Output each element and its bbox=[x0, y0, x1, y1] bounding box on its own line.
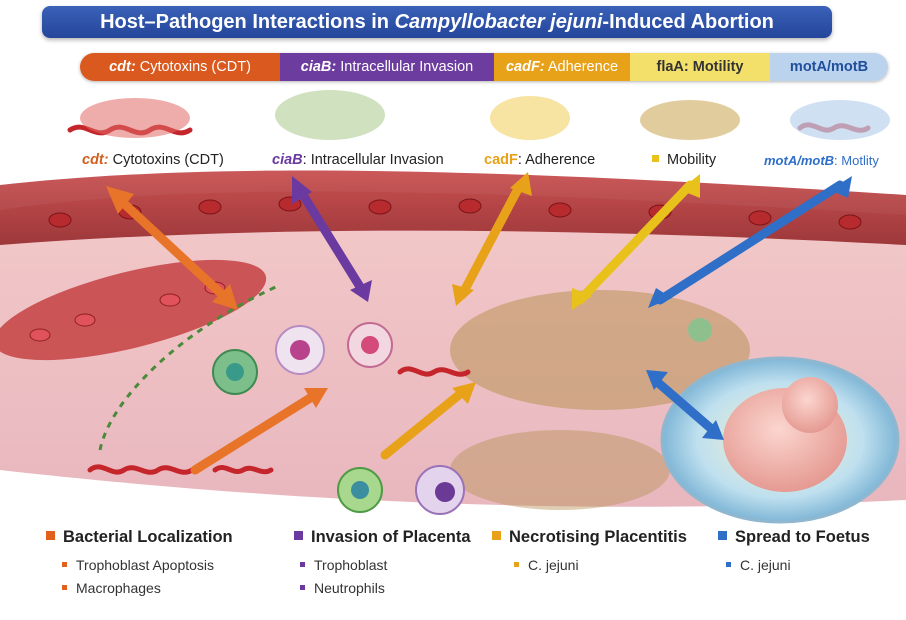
banner-text: Cytotoxins (CDT) bbox=[136, 59, 251, 75]
legend-heading-text: Spread to Foetus bbox=[735, 528, 870, 546]
legend-heading-spread: Spread to Foetus bbox=[718, 528, 870, 547]
legend-item-text: Neutrophils bbox=[314, 580, 385, 596]
legend-item: C. jejuni bbox=[514, 557, 579, 573]
legend-heading-text: Necrotising Placentitis bbox=[509, 528, 687, 546]
banner-gene: cadF: bbox=[506, 59, 545, 75]
gene-label-flaa: Mobility bbox=[652, 152, 716, 168]
gene-label-gene: cadF bbox=[484, 152, 518, 168]
legend-heading-invasion: Invasion of Placenta bbox=[294, 528, 471, 547]
banner-text: Intracellular Invasion bbox=[336, 59, 473, 75]
bullet-icon bbox=[300, 585, 305, 590]
legend-square-icon bbox=[46, 531, 55, 540]
title-organism: Campyllobacter jejuni bbox=[395, 11, 603, 33]
title-suffix: -Induced Abortion bbox=[602, 11, 773, 33]
banner-text: Motility bbox=[689, 59, 744, 75]
legend-item: Neutrophils bbox=[300, 580, 385, 596]
flaa-illustration bbox=[640, 100, 740, 140]
bullet-icon bbox=[514, 562, 519, 567]
banner-gene: cdt: bbox=[109, 59, 136, 75]
banner-segment-mot: motA/motB bbox=[770, 53, 888, 81]
banner-segment-ciab: ciaB: Intracellular Invasion bbox=[280, 53, 494, 81]
legend-item-text: Macrophages bbox=[76, 580, 161, 596]
legend-heading-text: Bacterial Localization bbox=[63, 528, 233, 546]
legend-heading-necrotising: Necrotising Placentitis bbox=[492, 528, 687, 547]
bullet-icon bbox=[652, 155, 659, 162]
gene-label-ciab: ciaB: Intracellular Invasion bbox=[272, 152, 444, 168]
legend-item-text: Trophoblast Apoptosis bbox=[76, 557, 214, 573]
banner-text: Adherence bbox=[545, 59, 618, 75]
gene-label-text: : Adherence bbox=[518, 152, 595, 168]
gene-label-gene: ciaB bbox=[272, 152, 303, 168]
mot-illustration bbox=[790, 100, 890, 140]
gene-label-text: : Intracellular Invasion bbox=[303, 152, 444, 168]
legend-square-icon bbox=[718, 531, 727, 540]
gene-label-text: : Motlity bbox=[834, 153, 879, 168]
cdt-illustration bbox=[80, 98, 190, 138]
page-title: Host–Pathogen Interactions in Campylloba… bbox=[42, 6, 832, 38]
gene-banner: cdt: Cytotoxins (CDT) ciaB: Intracellula… bbox=[80, 53, 888, 81]
gene-label-mot: motA/motB: Motlity bbox=[764, 153, 879, 168]
banner-gene: ciaB: bbox=[301, 59, 336, 75]
bullet-icon bbox=[726, 562, 731, 567]
legend-item: Trophoblast Apoptosis bbox=[62, 557, 214, 573]
legend-item: C. jejuni bbox=[726, 557, 791, 573]
gene-label-gene: cdt: bbox=[82, 152, 109, 168]
legend-square-icon bbox=[294, 531, 303, 540]
bullet-icon bbox=[62, 562, 67, 567]
banner-segment-cadf: cadF: Adherence bbox=[494, 53, 630, 81]
gene-label-gene: motA/motB bbox=[764, 153, 834, 168]
legend-item-text: C. jejuni bbox=[528, 557, 579, 573]
ciab-illustration bbox=[275, 90, 385, 140]
gene-label-text: Cytotoxins (CDT) bbox=[109, 152, 224, 168]
bullet-icon bbox=[62, 585, 67, 590]
gene-label-cdt: cdt: Cytotoxins (CDT) bbox=[82, 152, 224, 168]
banner-segment-cdt: cdt: Cytotoxins (CDT) bbox=[80, 53, 280, 81]
legend-item-text: Trophoblast bbox=[314, 557, 387, 573]
legend-heading-text: Invasion of Placenta bbox=[311, 528, 471, 546]
legend-item: Trophoblast bbox=[300, 557, 387, 573]
title-prefix: Host–Pathogen Interactions in bbox=[100, 11, 394, 33]
bullet-icon bbox=[300, 562, 305, 567]
banner-gene: motA/motB bbox=[790, 59, 868, 75]
cadf-illustration bbox=[490, 96, 570, 140]
banner-gene: flaA: bbox=[656, 59, 688, 75]
legend-square-icon bbox=[492, 531, 501, 540]
gene-label-text: Mobility bbox=[667, 152, 716, 168]
legend-item-text: C. jejuni bbox=[740, 557, 791, 573]
gene-label-cadf: cadF: Adherence bbox=[484, 152, 595, 168]
legend-item: Macrophages bbox=[62, 580, 161, 596]
legend-heading-localization: Bacterial Localization bbox=[46, 528, 233, 547]
banner-segment-flaa: flaA: Motility bbox=[630, 53, 770, 81]
